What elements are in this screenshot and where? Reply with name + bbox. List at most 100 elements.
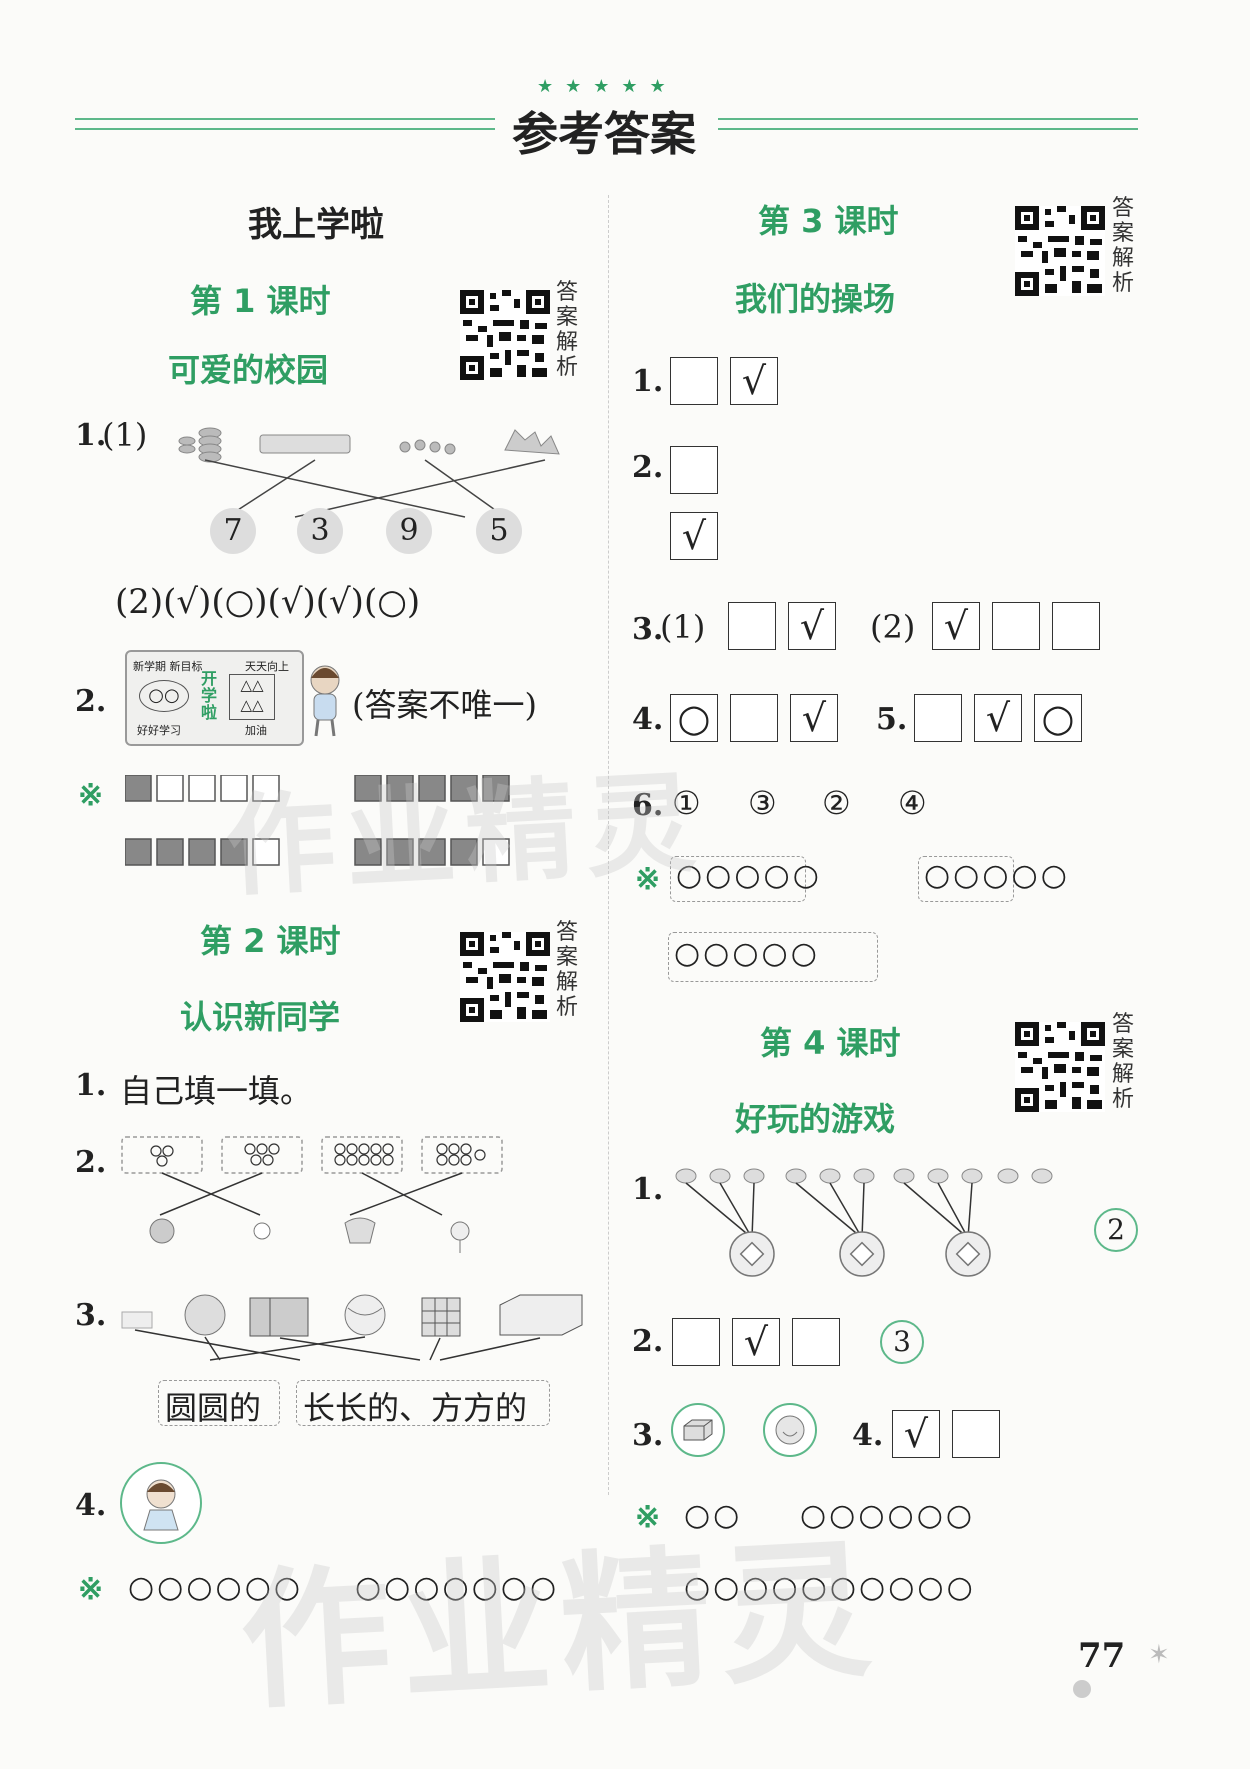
l4-q1-number: 1. (632, 1172, 664, 1207)
l3-extra-circles1: ○○○○○ (676, 858, 822, 893)
l1-q2-number: 2. (75, 684, 107, 719)
lesson1-label: 第 1 课时 (190, 282, 331, 320)
board-text-5: 加油 (245, 724, 267, 737)
school-objects-picture (178, 427, 560, 518)
l3-q2-box1 (670, 446, 718, 494)
l3-extra-circles3: ○○○○○ (674, 936, 820, 971)
lesson3-name: 我们的操场 (735, 280, 896, 318)
l4-extra-circles3: ○○○○○○○○○○ (684, 1570, 976, 1605)
l3-q6-item2: ③ (748, 784, 777, 822)
qr-label: 答案解析 (556, 920, 579, 1020)
l2-q3-shapes-picture (121, 1294, 583, 1361)
l4-q2-box1 (672, 1318, 720, 1366)
watermark: 作业精灵 (236, 1523, 885, 1731)
l4-q2-answer: 3 (880, 1320, 924, 1364)
lesson2-label: 第 2 课时 (200, 922, 341, 960)
l1-q2-note: (答案不唯一) (352, 686, 537, 724)
l4-q4-box2 (952, 1410, 1000, 1458)
l2-q3-box1: 圆圆的 (158, 1380, 280, 1427)
l3-q4-box1: ○ (670, 694, 718, 742)
l1-q1-number: 1. (75, 418, 107, 453)
l3-q4-number: 4. (632, 702, 664, 737)
qr-label: 答案解析 (1112, 196, 1135, 296)
l2-q2-matching-picture (121, 1136, 503, 1253)
page-number: 77 (1078, 1636, 1126, 1676)
header-rule-right (718, 118, 1138, 130)
l2-q1-text: 自己填一填。 (120, 1072, 313, 1110)
column-divider (608, 195, 609, 1495)
l3-q3-number: 3. (632, 612, 664, 647)
l3-q2-box2: √ (670, 512, 718, 560)
l4-q3-number: 3. (632, 1418, 664, 1453)
board-text-4: 好好学习 (137, 724, 181, 737)
header-rule-left (75, 118, 495, 130)
l3-q4-box2 (730, 694, 778, 742)
l3-q3-box3: √ (932, 602, 980, 650)
l1-q1-number-5: 5 (476, 508, 522, 554)
l3-q3-box1 (728, 602, 776, 650)
l3-extra-group1 (670, 856, 806, 902)
l1-q1-number-3: 3 (297, 508, 343, 554)
l3-extra-mark: ※ (635, 862, 661, 897)
watermark: 作业精灵 (222, 758, 709, 912)
l3-q5-box2: √ (974, 694, 1022, 742)
qr-code-icon (1015, 1022, 1105, 1112)
l2-q4-number: 4. (75, 1488, 107, 1523)
l2-extra-mark: ※ (78, 1572, 104, 1607)
l3-q4-box3: √ (790, 694, 838, 742)
l4-q3-cylinder-icon (763, 1403, 817, 1457)
l3-q3-part1: (1) (660, 608, 706, 646)
l3-q2-number: 2. (632, 450, 664, 485)
l3-q6-item4: ④ (898, 784, 927, 822)
l3-q5-box1 (914, 694, 962, 742)
girl-picture (310, 665, 340, 737)
lesson4-label: 第 4 课时 (760, 1024, 901, 1062)
sparkle-icon: ✶ (1148, 1640, 1170, 1670)
l1-q1-number-7: 7 (210, 508, 256, 554)
l4-q1-answer: 2 (1094, 1208, 1138, 1252)
l3-q6-number: 6. (632, 788, 664, 823)
page-dot-icon (1073, 1680, 1091, 1698)
l1-q1-part1: (1) (102, 416, 148, 454)
page-title: 参考答案 (512, 107, 696, 161)
l4-q3-cube-icon (671, 1403, 725, 1457)
l4-q1-coins-picture (675, 1168, 1053, 1277)
l2-q3-number: 3. (75, 1298, 107, 1333)
qr-label: 答案解析 (556, 280, 579, 380)
lesson4-name: 好玩的游戏 (735, 1100, 896, 1138)
qr-code-icon (460, 290, 550, 380)
l3-q3-box5 (1052, 602, 1100, 650)
lesson3-label: 第 3 课时 (758, 202, 899, 240)
l1-q1-part2: (2)(√)(○)(√)(√)(○) (115, 582, 421, 622)
l3-q6-item3: ② (822, 784, 851, 822)
l4-extra-circles2: ○○○○○○ (800, 1498, 976, 1533)
l4-extra-circles1: ○○ (684, 1498, 743, 1533)
l3-extra-group3 (668, 932, 878, 982)
l3-q1-box2: √ (730, 357, 778, 405)
qr-label: 答案解析 (1112, 1012, 1135, 1112)
l2-q2-number: 2. (75, 1145, 107, 1180)
l1-extra-mark: ※ (78, 778, 104, 813)
unit-title: 我上学啦 (248, 205, 384, 245)
l2-q3-box1-text: 圆圆的 (165, 1389, 262, 1427)
lesson2-name: 认识新同学 (180, 998, 341, 1036)
l3-extra-group2 (918, 856, 1014, 902)
l2-q4-girl-picture (120, 1462, 202, 1544)
qr-code-icon (460, 932, 550, 1022)
l3-q1-number: 1. (632, 364, 664, 399)
l2-extra-circles2: ○○○○○○○ (355, 1570, 560, 1605)
l4-extra-mark: ※ (635, 1500, 661, 1535)
l3-extra-circles2: ○○○○○ (924, 858, 1070, 893)
l1-extra-squares (125, 775, 510, 866)
lesson1-name: 可爱的校园 (168, 351, 329, 389)
l2-q3-box2: 长长的、方方的 (296, 1380, 550, 1427)
l2-q1-number: 1. (75, 1068, 107, 1103)
board-text-1: 新学期 新目标 (133, 660, 203, 673)
l3-q5-number: 5. (876, 702, 908, 737)
l4-q2-number: 2. (632, 1324, 664, 1359)
l3-q3-part2: (2) (870, 608, 916, 646)
l3-q3-box4 (992, 602, 1040, 650)
l3-q6-item1: ① (672, 784, 701, 822)
l3-q1-box1 (670, 357, 718, 405)
board-oval: ○○ (139, 680, 189, 712)
